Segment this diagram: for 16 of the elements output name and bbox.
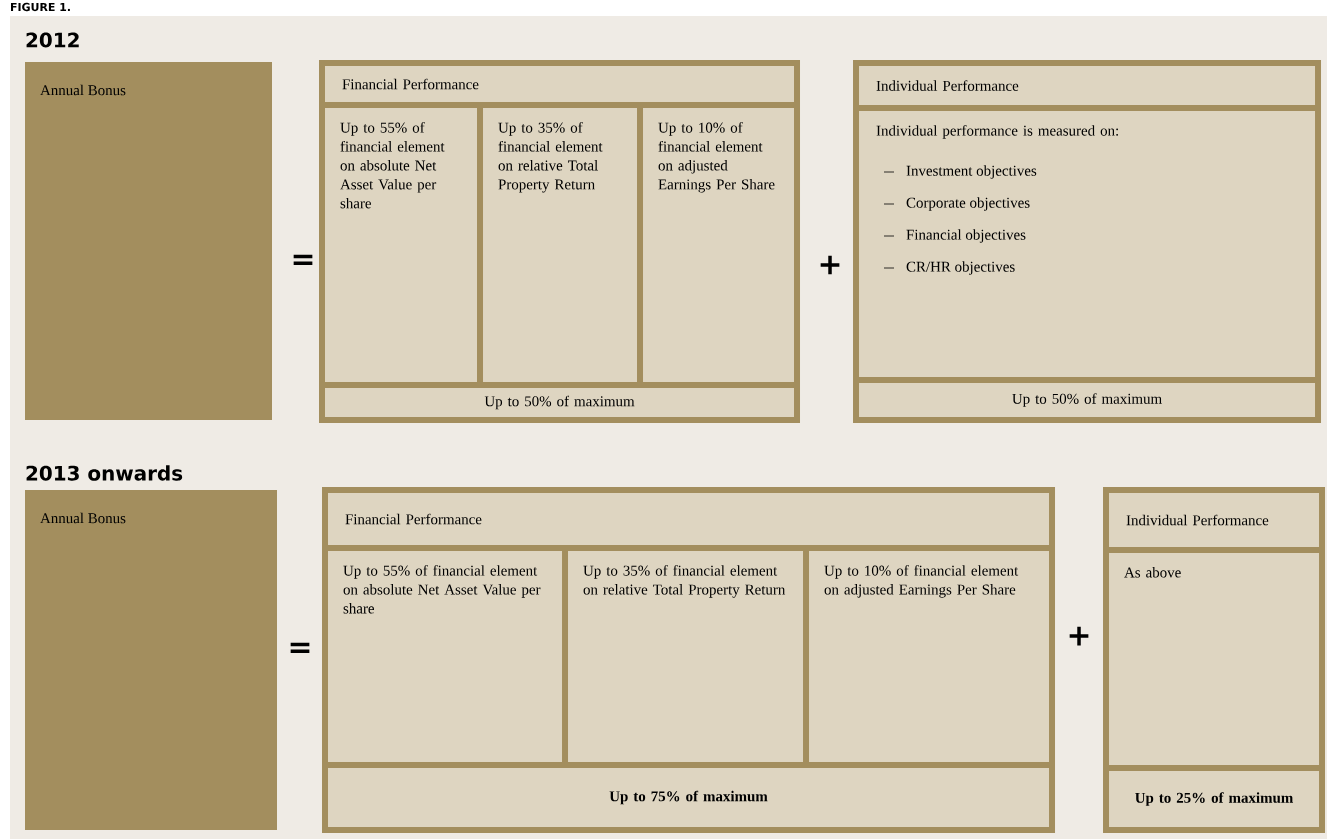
- objectives-cell: Individual performance is measured on: Investment objectives Corporate objectives Financial objectives CR/HR objectives: [859, 111, 1315, 377]
- operator-sign: =: [290, 642, 310, 653]
- bonus-box: Annual Bonus: [25, 62, 272, 420]
- criteria-cell: Up to 55% of financial element on absolute Net Asset Value per share: [325, 108, 477, 382]
- section-heading: 2013 onwards: [26, 465, 183, 481]
- operator-sign: +: [820, 255, 840, 275]
- criteria-cell: Up to 35% of financial element on relative Total Property Return: [568, 551, 803, 762]
- figure-title: FIGURE 1.: [11, 2, 70, 12]
- bonus-box: Annual Bonus: [25, 490, 277, 830]
- criteria-cell: Up to 10% of financial element on adjusted Earnings Per Share: [809, 551, 1049, 762]
- criteria-cell: Up to 55% of financial element on absolute Net Asset Value per share: [328, 551, 562, 762]
- criteria-cell: Up to 10% of financial element on adjusted Earnings Per Share: [643, 108, 794, 382]
- operator-sign: =: [293, 254, 313, 265]
- criteria-cell: As above: [1109, 553, 1319, 765]
- operator-sign: +: [1069, 626, 1089, 646]
- criteria-cell: Up to 35% of financial element on relative Total Property Return: [483, 108, 637, 382]
